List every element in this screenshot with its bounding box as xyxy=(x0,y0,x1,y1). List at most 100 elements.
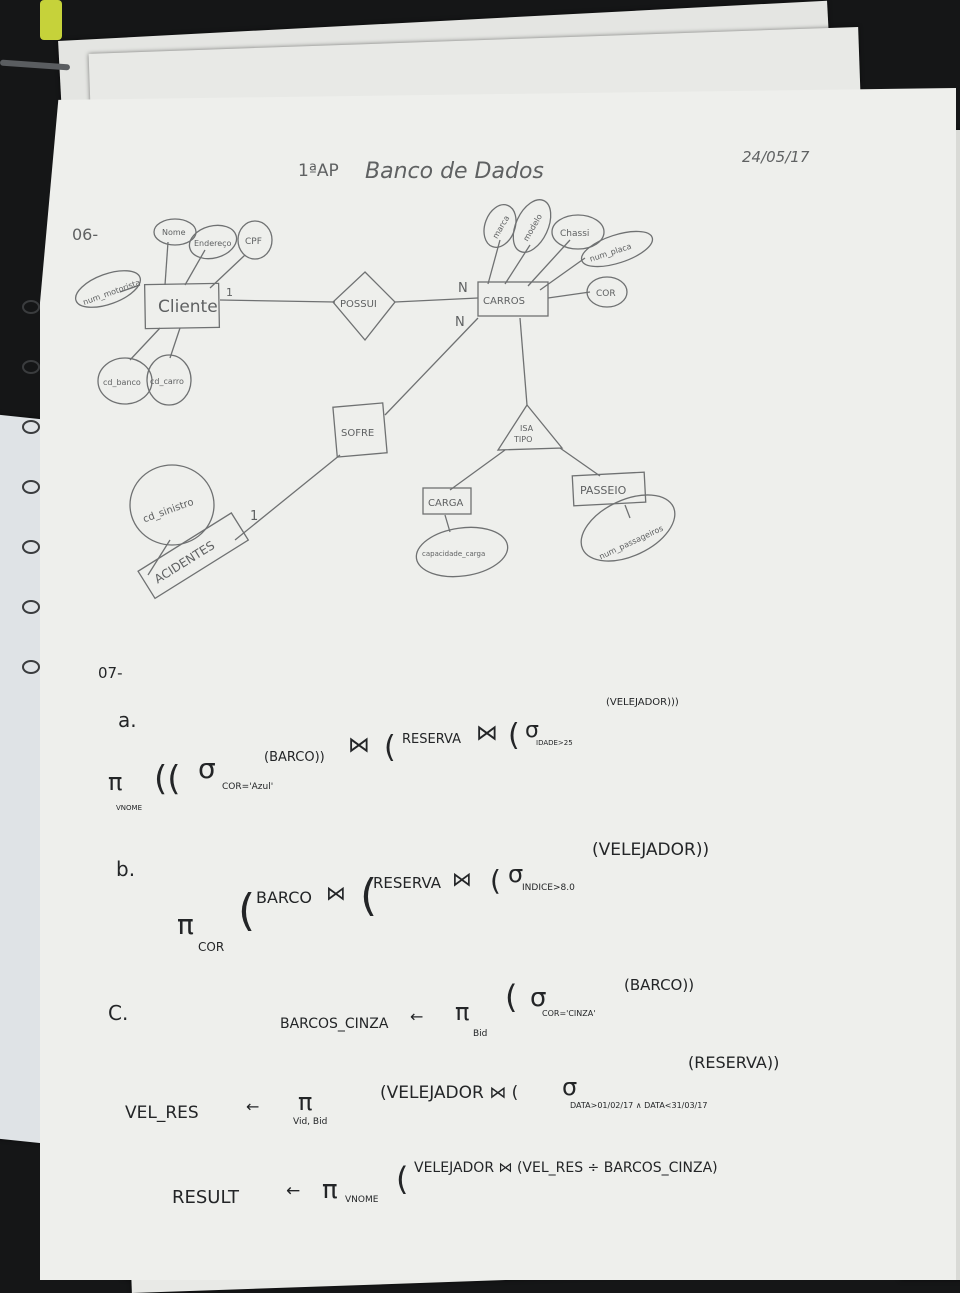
parenthesis: ( xyxy=(396,1160,408,1198)
connector-line xyxy=(559,447,601,477)
entity-carros xyxy=(477,281,549,317)
projection-subscript: COR xyxy=(198,940,224,954)
projection-symbol: π xyxy=(322,1175,338,1205)
selection-symbol: σ xyxy=(198,752,216,785)
parenthesis: ( xyxy=(360,870,377,921)
relation-name: (VELEJADOR)) xyxy=(592,840,709,860)
page-title: Banco de Dados xyxy=(365,159,544,184)
spiral-ring xyxy=(22,480,40,494)
attribute-placa xyxy=(580,230,654,268)
selection-condition: COR='Azul' xyxy=(222,782,273,792)
attribute-cd-sinistro xyxy=(129,464,215,546)
relationship-possui-label: POSSUI xyxy=(340,299,377,310)
isa-label: ISA xyxy=(520,424,534,433)
projection-symbol: π xyxy=(177,908,194,941)
projection-subscript: Vid, Bid xyxy=(293,1117,327,1127)
attribute-link xyxy=(184,249,206,286)
relation-name: RESERVA xyxy=(373,874,442,892)
parenthesis: ( xyxy=(384,730,396,765)
attribute-label: COR xyxy=(596,289,616,299)
attribute-chassi xyxy=(551,214,605,250)
relation-name: (BARCO)) xyxy=(624,976,694,994)
connector-line xyxy=(394,297,479,303)
selection-symbol: σ xyxy=(525,718,539,743)
assignment-arrow: ← xyxy=(246,1097,259,1116)
entity-carga xyxy=(422,487,472,515)
assignment-arrow: ← xyxy=(410,1007,423,1026)
question-07-label: 07- xyxy=(98,664,123,682)
attribute-endereco xyxy=(188,224,238,260)
selection-symbol: σ xyxy=(530,983,546,1013)
attribute-link xyxy=(504,244,531,285)
selection-condition: COR='CINZA' xyxy=(542,1009,595,1018)
spiral-ring xyxy=(22,420,40,434)
relation-name: (RESERVA)) xyxy=(688,1053,779,1072)
attribute-label: Chassi xyxy=(560,229,589,239)
connector-line xyxy=(234,454,341,541)
relationship-possui xyxy=(332,271,396,342)
attribute-link xyxy=(539,257,586,291)
selection-symbol: σ xyxy=(562,1073,577,1101)
cardinality-label: N xyxy=(458,281,468,296)
spiral-ring xyxy=(22,360,40,374)
relation-name: (VELEJADOR))) xyxy=(606,697,679,708)
question-06-label: 06- xyxy=(72,225,98,244)
expression-fragment: (VELEJADOR ⋈ ( xyxy=(380,1083,518,1103)
attribute-link xyxy=(169,327,181,359)
item-a-label: a. xyxy=(118,708,137,732)
parenthesis: ( xyxy=(490,864,501,897)
expression-fragment: VELEJADOR ⋈ (VEL_RES ÷ BARCOS_CINZA) xyxy=(414,1160,718,1176)
attribute-link xyxy=(129,327,161,361)
entity-passeio xyxy=(571,471,647,507)
answer-sheet xyxy=(40,88,956,1280)
spiral-ring xyxy=(22,300,40,314)
attribute-label: Endereço xyxy=(194,239,232,248)
projection-symbol: π xyxy=(108,768,122,796)
attribute-label: cd_banco xyxy=(103,378,141,387)
entity-carros-label: CARROS xyxy=(483,296,525,307)
entity-acidentes: ACIDENTES xyxy=(137,512,250,600)
attribute-label: capacidade_carga xyxy=(422,550,485,558)
attribute-label: CPF xyxy=(245,237,262,247)
attribute-label: cd_sinistro xyxy=(142,497,196,525)
connector-line xyxy=(449,449,506,491)
attribute-link xyxy=(527,239,571,287)
connector-line xyxy=(519,317,528,406)
attribute-link xyxy=(119,284,141,293)
attribute-link xyxy=(209,254,246,289)
projection-symbol: π xyxy=(298,1088,312,1116)
entity-acidentes-label: ACIDENTES xyxy=(152,538,217,586)
connector-line xyxy=(624,504,631,519)
assignment-arrow: ← xyxy=(286,1181,300,1201)
projection-subscript: Bid xyxy=(473,1029,487,1039)
connector-line xyxy=(219,299,336,303)
attribute-num-passageiros xyxy=(580,494,676,562)
isa-specialization xyxy=(496,403,564,451)
attribute-cor xyxy=(586,276,628,308)
attribute-label: num_passageiros xyxy=(598,524,665,562)
relation-name: (BARCO)) xyxy=(264,750,325,765)
join-symbol: ⋈ xyxy=(476,721,498,746)
attribute-label: cd_carro xyxy=(150,377,184,386)
projection-subscript: VNOME xyxy=(345,1195,379,1205)
attribute-link xyxy=(547,291,591,299)
isa-tipo-label: TIPO xyxy=(513,435,532,444)
assignment-target: RESULT xyxy=(172,1187,240,1208)
attribute-label: modelo xyxy=(521,212,544,242)
attribute-label: marca xyxy=(491,214,511,240)
entity-passeio-label: PASSEIO xyxy=(580,484,627,497)
attribute-num-motorista xyxy=(74,270,142,308)
join-symbol: ⋈ xyxy=(326,881,346,905)
relation-name: RESERVA xyxy=(402,732,461,747)
spiral-ring xyxy=(22,660,40,674)
connector-line xyxy=(444,514,451,533)
parenthesis: (( xyxy=(154,759,181,799)
connector-line xyxy=(384,317,479,416)
assignment-target: BARCOS_CINZA xyxy=(280,1016,389,1032)
entity-carga-label: CARGA xyxy=(428,498,464,509)
projection-symbol: π xyxy=(455,998,469,1026)
entity-cliente-label: Cliente xyxy=(158,297,218,317)
cardinality-label: 1 xyxy=(226,286,233,299)
selection-condition: DATA>01/02/17 ∧ DATA<31/03/17 xyxy=(570,1101,707,1110)
